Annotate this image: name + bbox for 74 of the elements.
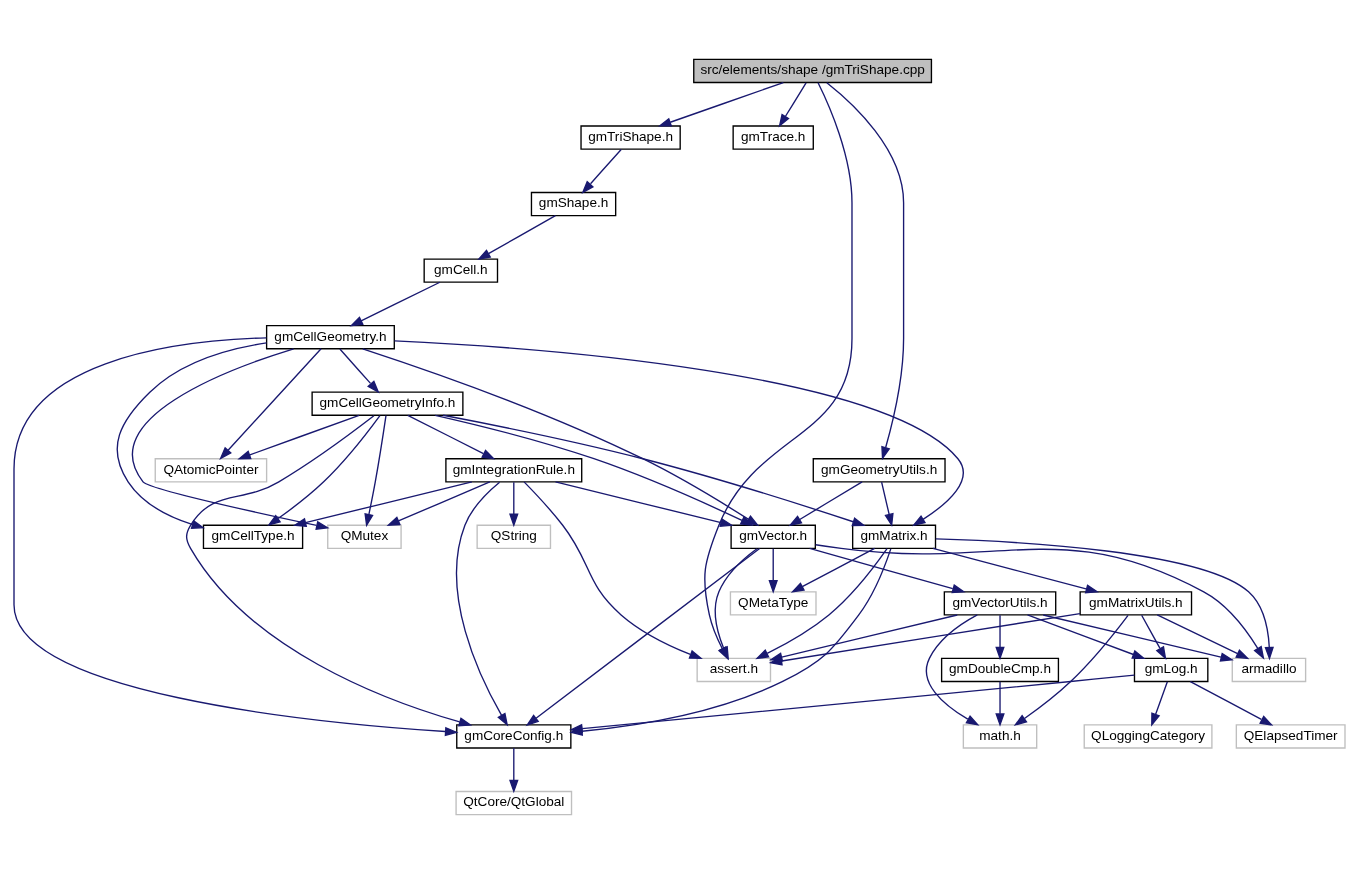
arrow [995,614,1005,660]
arrow [1042,613,1234,662]
node-box: gmLog.h [1133,657,1209,682]
arrow [292,480,473,527]
arrow [219,347,322,460]
arrow [768,613,958,662]
arrow [657,81,785,127]
node-box: assert.h [696,657,772,682]
arrow [509,747,519,793]
node-box: gmVector.h [730,524,816,549]
arrow [13,336,459,736]
arrow [386,480,491,526]
arrow [509,481,519,527]
node-box: gmShape.h [530,191,617,216]
node-box: QMutex [327,524,402,549]
arrow [581,148,622,194]
arrow [185,414,473,726]
node-box: QElapsedTimer [1235,723,1346,749]
node-box: QAtomicPointer [154,457,268,482]
arrow [704,81,853,660]
arrow [935,537,1275,660]
arrow [814,543,1265,660]
arrow [267,414,381,526]
arrow [790,547,876,593]
node-box: gmCellGeometryInfo.h [311,391,464,416]
node-box: math.h [962,723,1038,749]
arrow [364,414,387,527]
node-box: gmIntegrationRule.h [445,457,583,482]
arrow [1156,613,1250,659]
node-box: QLoggingCategory [1083,723,1213,749]
arrow [523,480,703,659]
arrow [407,414,496,460]
arrow [768,547,778,594]
node-box: gmTriShape.h [580,124,681,150]
arrow [808,547,966,593]
node-box: gmVectorUtils.h [943,590,1057,616]
node-box: src/elements/shape /gmTriShape.cpp [693,58,933,83]
arrow [932,547,1100,593]
arrow [455,481,509,727]
arrow [755,547,888,659]
arrow [995,680,1005,727]
arrow [714,547,758,660]
node-box: gmCellType.h [202,524,304,549]
arrow [339,347,380,394]
node-box: gmGeometryUtils.h [812,457,946,482]
arrow [525,547,761,726]
node-box: gmCell.h [423,257,499,283]
arrow [131,347,330,530]
arrow [925,613,980,726]
node-box: QString [476,524,552,549]
arrow [778,81,807,128]
arrow [1151,680,1168,727]
node-box: gmMatrixUtils.h [1079,590,1193,616]
node-box: gmCellGeometry.h [265,324,395,349]
node-box: QMetaType [729,590,817,616]
node-box: gmTrace.h [732,124,814,150]
node-box: armadillo [1231,657,1307,682]
arrow [237,414,360,459]
arrow [880,481,894,527]
arrow [788,480,863,526]
arrow [349,281,441,326]
arrow [1141,614,1167,660]
arrow [477,214,557,260]
arrow [434,414,754,526]
arrow [1013,614,1129,726]
arrow [1189,680,1274,726]
arrow [1026,613,1146,659]
arrow [826,81,905,460]
node-box: gmMatrix.h [852,524,937,549]
arrow [569,673,1136,733]
node-box: QtCore/QtGlobal [455,790,573,815]
node-box: gmCoreConfig.h [456,723,572,749]
node-box: gmDoubleCmp.h [940,657,1060,682]
arrow [554,480,734,527]
